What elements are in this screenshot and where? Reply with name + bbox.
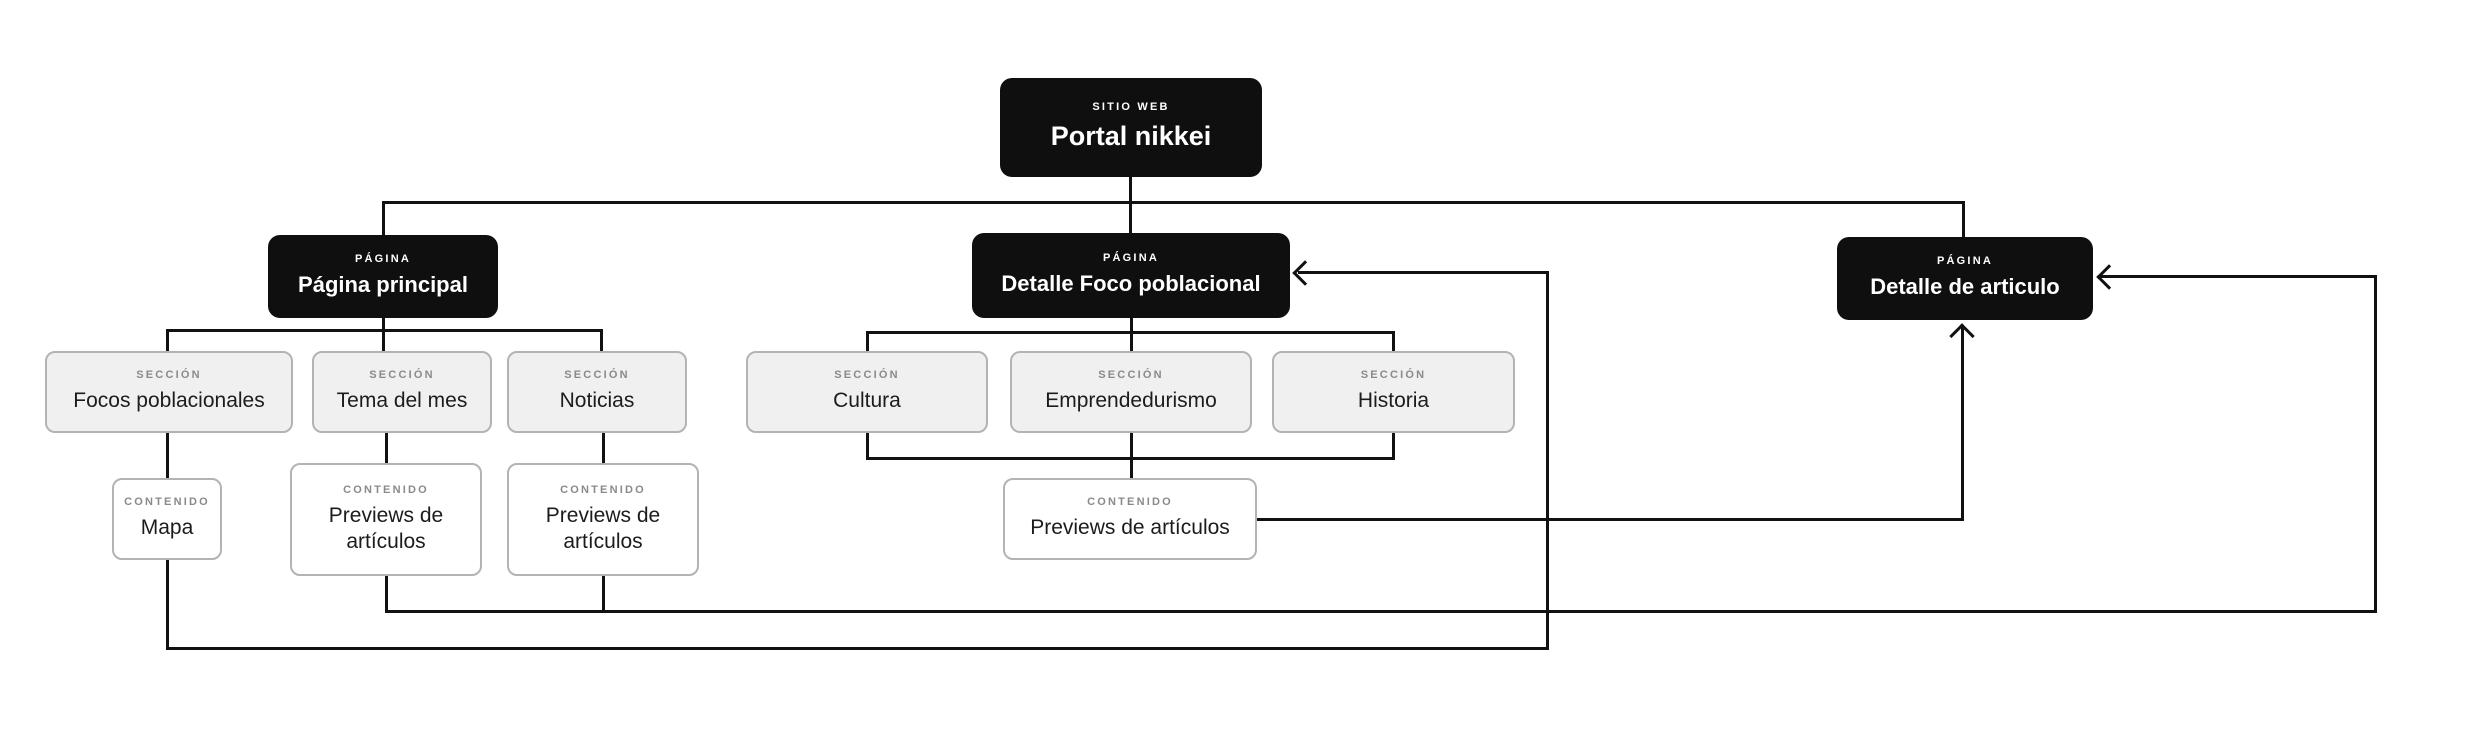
node-page-principal[interactable]: PÁGINA Página principal: [268, 235, 498, 318]
node-title: Mapa: [140, 516, 194, 540]
connector-foco-right-rise: [1546, 271, 1549, 650]
connector-cultura-drop: [866, 331, 869, 351]
node-site[interactable]: SITIO WEB Portal nikkei: [1000, 78, 1262, 177]
node-kind-label: CONTENIDO: [343, 483, 429, 496]
connector-bottom-rail-foco: [166, 647, 1549, 650]
node-kind-label: SECCIÓN: [1098, 369, 1164, 382]
connector-previews-foco-right: [1257, 518, 1964, 521]
connector-articulo-right-rise: [2374, 275, 2377, 613]
arrowhead-into-articulo-bottom: [1949, 323, 1975, 349]
node-kind-label: SECCIÓN: [564, 369, 630, 382]
node-title: Previews de artículos: [1030, 516, 1230, 540]
node-content-previews-foco[interactable]: CONTENIDO Previews de artículos: [1003, 478, 1257, 560]
connector-historia-drop: [1392, 331, 1395, 351]
connector-page-articulo-drop: [1962, 201, 1965, 237]
connector-noticias-to-previews: [602, 433, 605, 463]
node-section-noticias[interactable]: SECCIÓN Noticias: [507, 351, 687, 433]
node-title: Previews de artículos: [328, 503, 444, 553]
connector-left-sections-rail: [166, 329, 603, 332]
node-kind-label: SECCIÓN: [834, 369, 900, 382]
node-title: Noticias: [559, 389, 635, 413]
connector-articulo-right-approach: [2100, 275, 2376, 278]
node-section-focos-poblacionales[interactable]: SECCIÓN Focos poblacionales: [45, 351, 293, 433]
node-section-historia[interactable]: SECCIÓN Historia: [1272, 351, 1515, 433]
connector-noticias-drop: [600, 329, 603, 351]
node-kind-label: PÁGINA: [355, 253, 411, 266]
node-title: Portal nikkei: [1050, 121, 1212, 152]
connector-page-principal-drop: [382, 201, 385, 235]
node-page-detalle-articulo[interactable]: PÁGINA Detalle de articulo: [1837, 237, 2093, 320]
node-content-mapa[interactable]: CONTENIDO Mapa: [112, 478, 222, 560]
node-kind-label: CONTENIDO: [1087, 496, 1173, 509]
connector-mid-sections-rail: [866, 331, 1395, 334]
connector-articulo-bottom-rise: [1961, 326, 1964, 521]
node-title: Focos poblacionales: [73, 389, 265, 413]
connector-previews-tema-down: [385, 576, 388, 613]
node-kind-label: CONTENIDO: [560, 483, 646, 496]
node-content-previews-tema[interactable]: CONTENIDO Previews de artículos: [290, 463, 482, 576]
node-title: Historia: [1357, 389, 1430, 413]
node-title: Cultura: [833, 389, 901, 413]
connector-historia-down: [1392, 433, 1395, 460]
connector-principal-bottom-drop: [382, 318, 385, 351]
node-title: Detalle Foco poblacional: [1001, 271, 1261, 297]
node-title: Previews de artículos: [545, 503, 661, 553]
connector-foco-bottom-drop: [1130, 318, 1133, 351]
connector-site-drop: [1129, 177, 1132, 235]
node-title: Emprendedurismo: [1045, 389, 1217, 413]
node-kind-label: SITIO WEB: [1092, 101, 1170, 114]
node-content-previews-noticias[interactable]: CONTENIDO Previews de artículos: [507, 463, 699, 576]
node-title: Tema del mes: [336, 389, 468, 413]
connector-cultura-down: [866, 433, 869, 460]
node-title: Detalle de articulo: [1870, 274, 2060, 300]
node-kind-label: SECCIÓN: [136, 369, 202, 382]
connector-tema-to-previews: [385, 433, 388, 463]
node-kind-label: CONTENIDO: [124, 496, 210, 509]
arrowhead-into-foco-right: [1292, 260, 1318, 286]
connector-emprendedurismo-to-previews: [1130, 433, 1133, 478]
node-page-detalle-foco[interactable]: PÁGINA Detalle Foco poblacional: [972, 233, 1290, 318]
node-section-cultura[interactable]: SECCIÓN Cultura: [746, 351, 988, 433]
connector-focos-to-mapa: [166, 433, 169, 478]
node-kind-label: SECCIÓN: [1360, 369, 1427, 382]
node-kind-label: PÁGINA: [1103, 252, 1159, 265]
node-kind-label: PÁGINA: [1937, 255, 1993, 268]
node-title: Página principal: [298, 272, 468, 298]
arrowhead-into-articulo-right: [2096, 264, 2122, 290]
connector-bottom-rail-articulo: [385, 610, 2377, 613]
connector-foco-right-approach: [1298, 271, 1548, 274]
connector-mapa-down: [166, 560, 169, 650]
connector-previews-noticias-down: [602, 576, 605, 613]
node-section-emprendedurismo[interactable]: SECCIÓN Emprendedurismo: [1010, 351, 1252, 433]
connector-focos-drop: [166, 329, 169, 351]
node-section-tema-del-mes[interactable]: SECCIÓN Tema del mes: [312, 351, 492, 433]
connector-top-rail: [382, 201, 1964, 204]
node-kind-label: SECCIÓN: [369, 369, 435, 382]
